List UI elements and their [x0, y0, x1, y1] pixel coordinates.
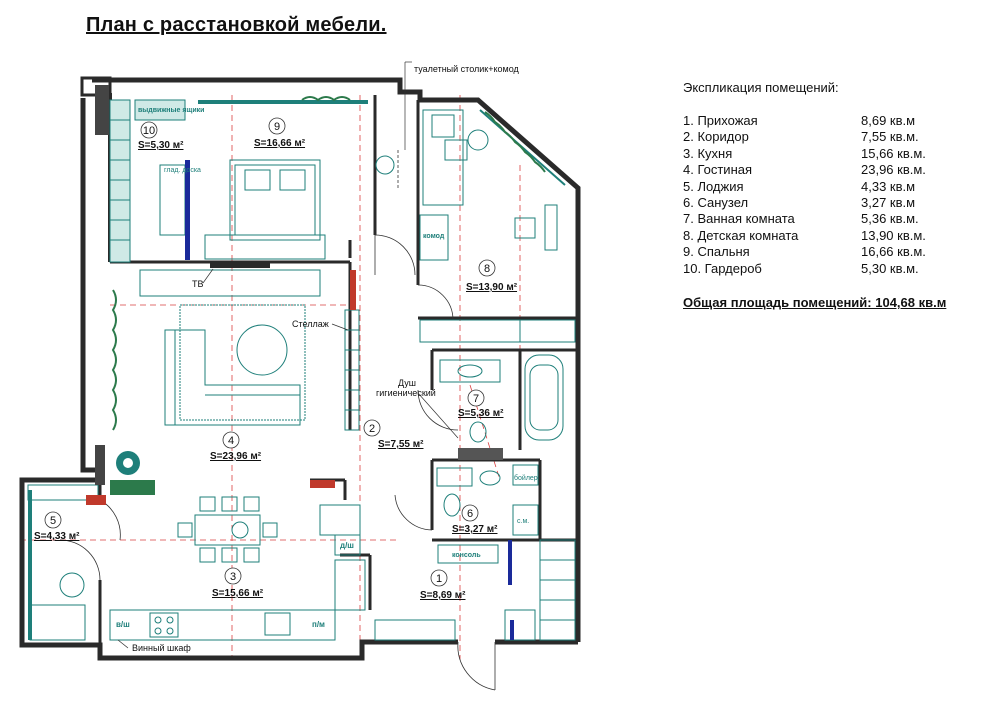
legend-row: 5. Лоджия 4,33 кв.м: [683, 179, 946, 195]
boiler-label: бойлер: [514, 474, 538, 482]
room-number: 8: [484, 263, 490, 275]
room-number: 1: [436, 573, 442, 585]
legend-room-area: 23,96 кв.м.: [861, 162, 926, 178]
legend-room-name: 8. Детская комната: [683, 227, 799, 243]
legend-title: Экспликация помещений:: [683, 80, 839, 95]
wall-accents: [86, 85, 356, 505]
room-number: 6: [467, 508, 473, 520]
legend-row: 1. Прихожая 8,69 кв.м: [683, 113, 946, 129]
legend-room-name: 3. Кухня: [683, 145, 733, 161]
dishwasher2-label: п/м: [312, 620, 325, 629]
shelving-label: Стеллаж: [292, 319, 329, 329]
room-number: 3: [230, 571, 236, 583]
legend-room-area: 15,66 кв.м.: [861, 145, 926, 161]
shower-label: Душ: [398, 378, 416, 388]
legend-row: 6. Санузел 3,27 кв.м: [683, 195, 946, 211]
page-title: План с расстановкой мебели.: [86, 14, 387, 36]
legend: Экспликация помещений: 1. Прихожая 8,69 к…: [683, 80, 946, 310]
legend-room-name: 1. Прихожая: [683, 113, 758, 128]
dishwasher-label: д/ш: [340, 541, 354, 550]
room-number: 10: [143, 125, 155, 137]
wine-label: Винный шкаф: [132, 643, 191, 653]
interior-walls: [98, 95, 578, 645]
legend-row: 3. Кухня 15,66 кв.м.: [683, 146, 946, 162]
console-label: консоль: [452, 552, 481, 559]
fridge-label: в/ш: [116, 620, 130, 629]
room-areas: S=8,69 м² S=7,55 м² S=15,66 м² S=23,96 м…: [34, 138, 518, 601]
legend-room-area: 7,55 кв.м.: [861, 129, 919, 145]
room-number-markers: [44, 117, 496, 587]
room-area: S=13,90 м²: [466, 282, 518, 293]
legend-row: 4. Гостиная 23,96 кв.м.: [683, 162, 946, 178]
legend-row: 8. Детская комната 13,90 кв.м.: [683, 228, 946, 244]
room-area: S=4,33 м²: [34, 531, 80, 542]
ironing-label: глад. доска: [164, 167, 201, 174]
furniture-labels: туалетный столик+комод выдвижные ящики г…: [116, 61, 538, 653]
legend-room-area: 5,36 кв.м.: [861, 211, 919, 227]
room-area: S=7,55 м²: [378, 439, 424, 450]
room-number: 7: [473, 393, 479, 405]
room-area: S=23,96 м²: [210, 451, 262, 462]
legend-row: 10. Гардероб 5,30 кв.м.: [683, 261, 946, 277]
room-area: S=5,36 м²: [458, 408, 504, 419]
vanity-label: туалетный столик+комод: [414, 64, 520, 74]
legend-room-area: 3,27 кв.м: [861, 194, 916, 210]
room-number: 2: [369, 423, 375, 435]
legend-room-area: 4,33 кв.м: [861, 178, 916, 194]
legend-room-area: 13,90 кв.м.: [861, 227, 926, 243]
room-number: 9: [274, 121, 280, 133]
shower-label-2: гигиенический: [376, 388, 436, 398]
room-area: S=16,66 м²: [254, 138, 306, 149]
room-number: 4: [228, 435, 234, 447]
room-numbers: 1 2 3 4 5 6 7 8 9 10: [50, 121, 490, 585]
door-swings: [59, 150, 496, 691]
legend-room-name: 4. Гостиная: [683, 162, 753, 178]
legend-room-area: 5,30 кв.м.: [861, 260, 919, 276]
legend-room-name: 7. Ванная комната: [683, 211, 795, 227]
legend-room-area: 16,66 кв.м.: [861, 244, 926, 260]
legend-row: 2. Коридор 7,55 кв.м.: [683, 129, 946, 145]
legend-room-name: 2. Коридор: [683, 129, 749, 145]
legend-row: 7. Ванная комната 5,36 кв.м.: [683, 211, 946, 227]
legend-room-name: 9. Спальня: [683, 244, 750, 260]
furniture: [27, 99, 576, 641]
plants: [110, 96, 546, 495]
dresser-label: комод: [423, 233, 445, 240]
tv-label: ТВ: [192, 279, 204, 289]
legend-row: 9. Спальня 16,66 кв.м.: [683, 244, 946, 260]
room-area: S=8,69 м²: [420, 590, 466, 601]
room-area: S=5,30 м²: [138, 140, 184, 151]
room-area: S=3,27 м²: [452, 524, 498, 535]
legend-room-name: 10. Гардероб: [683, 260, 762, 276]
room-number: 5: [50, 515, 56, 527]
legend-total: Общая площадь помещений: 104,68 кв.м: [683, 294, 947, 310]
legend-room-area: 8,69 кв.м: [861, 113, 916, 128]
washer-label: с.м.: [517, 518, 529, 525]
drawers-label: выдвижные ящики: [138, 107, 204, 114]
legend-room-name: 6. Санузел: [683, 194, 749, 210]
room-area: S=15,66 м²: [212, 588, 264, 599]
legend-room-name: 5. Лоджия: [683, 178, 744, 194]
